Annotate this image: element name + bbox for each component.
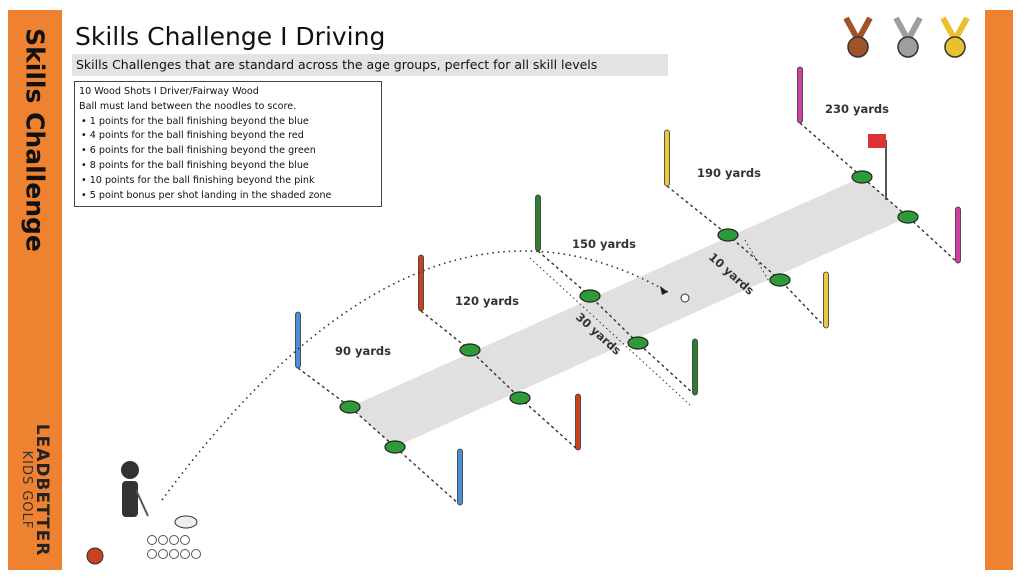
lane-line bbox=[297, 367, 461, 506]
golfer-icon bbox=[121, 461, 149, 517]
distance-label: 90 yards bbox=[335, 344, 391, 358]
cone-marker bbox=[769, 273, 791, 287]
rule-item: • 10 points for the ball finishing beyon… bbox=[81, 174, 315, 186]
zone-width-label: 10 yards bbox=[706, 250, 757, 298]
cone-marker bbox=[509, 391, 531, 405]
brand-logo: LEADBETTER KIDS GOLF bbox=[19, 423, 52, 557]
golf-ball bbox=[147, 549, 157, 559]
medal-ribbon bbox=[843, 16, 873, 47]
cone-marker bbox=[459, 343, 481, 357]
distance-label: 120 yards bbox=[455, 294, 519, 308]
golf-ball bbox=[158, 549, 168, 559]
right-orange-bar bbox=[985, 10, 1013, 570]
noodle-pole bbox=[535, 194, 541, 252]
golf-ball bbox=[180, 549, 190, 559]
noodle-pole bbox=[692, 338, 698, 396]
noodle-pole bbox=[418, 254, 424, 312]
zone-length-label: 30 yards bbox=[573, 310, 624, 358]
rule-item: • 5 point bonus per shot landing in the … bbox=[81, 189, 332, 201]
rule-item: • 8 points for the ball finishing beyond… bbox=[81, 159, 309, 171]
red-marker bbox=[86, 547, 104, 565]
golf-ball bbox=[191, 549, 201, 559]
medal-ribbon bbox=[893, 16, 923, 47]
lane-line bbox=[420, 310, 579, 451]
distance-label: 150 yards bbox=[572, 237, 636, 251]
golf-ball bbox=[169, 549, 179, 559]
rule-item: • 6 points for the ball finishing beyond… bbox=[81, 145, 316, 157]
noodle-pole bbox=[823, 271, 829, 329]
medal-icon bbox=[944, 36, 966, 58]
rule-item: • 4 points for the ball finishing beyond… bbox=[81, 130, 304, 142]
lane-line bbox=[799, 122, 959, 264]
side-title: Skills Challenge bbox=[20, 28, 50, 252]
subtitle: Skills Challenges that are standard acro… bbox=[72, 54, 668, 76]
rules-heading: 10 Wood Shots I Driver/Fairway Wood bbox=[79, 86, 259, 97]
golf-ball bbox=[147, 535, 157, 545]
arrow-head-icon bbox=[660, 286, 668, 295]
cone-marker bbox=[579, 289, 601, 303]
cone-marker bbox=[339, 400, 361, 414]
golf-ball bbox=[158, 535, 168, 545]
noodle-pole bbox=[295, 311, 301, 369]
noodle-pole bbox=[457, 448, 463, 506]
shaded-zone bbox=[350, 177, 908, 447]
golf-ball bbox=[169, 535, 179, 545]
medal-icon bbox=[897, 36, 919, 58]
lane-line bbox=[666, 185, 827, 329]
landing-ball bbox=[680, 293, 690, 303]
distance-label: 230 yards bbox=[825, 102, 889, 116]
page-title: Skills Challenge I Driving bbox=[75, 22, 386, 51]
cone-marker bbox=[851, 170, 873, 184]
cone-marker bbox=[384, 440, 406, 454]
lane-line bbox=[537, 250, 696, 396]
zone-width-marker bbox=[744, 239, 771, 284]
distance-label: 190 yards bbox=[697, 166, 761, 180]
rules-box: 10 Wood Shots I Driver/Fairway Wood Ball… bbox=[74, 81, 382, 208]
ball-flight-arc bbox=[161, 250, 669, 501]
brand-line1: LEADBETTER bbox=[32, 423, 52, 557]
noodle-pole bbox=[664, 129, 670, 187]
cone-marker bbox=[627, 336, 649, 350]
tee-mat bbox=[174, 515, 198, 529]
cone-marker bbox=[897, 210, 919, 224]
medal-icon bbox=[847, 36, 869, 58]
zone-length-marker bbox=[529, 257, 691, 406]
golf-ball bbox=[180, 535, 190, 545]
ball-bucket bbox=[147, 535, 201, 559]
flag-icon bbox=[868, 134, 887, 200]
rule-item: • 1 points for the ball finishing beyond… bbox=[81, 115, 309, 127]
left-orange-bar bbox=[8, 10, 62, 570]
medal-ribbon bbox=[940, 16, 970, 47]
rules-intro: Ball must land between the noodles to sc… bbox=[79, 100, 297, 112]
noodle-pole bbox=[955, 206, 961, 264]
noodle-pole bbox=[797, 66, 803, 124]
noodle-pole bbox=[575, 393, 581, 451]
cone-marker bbox=[717, 228, 739, 242]
